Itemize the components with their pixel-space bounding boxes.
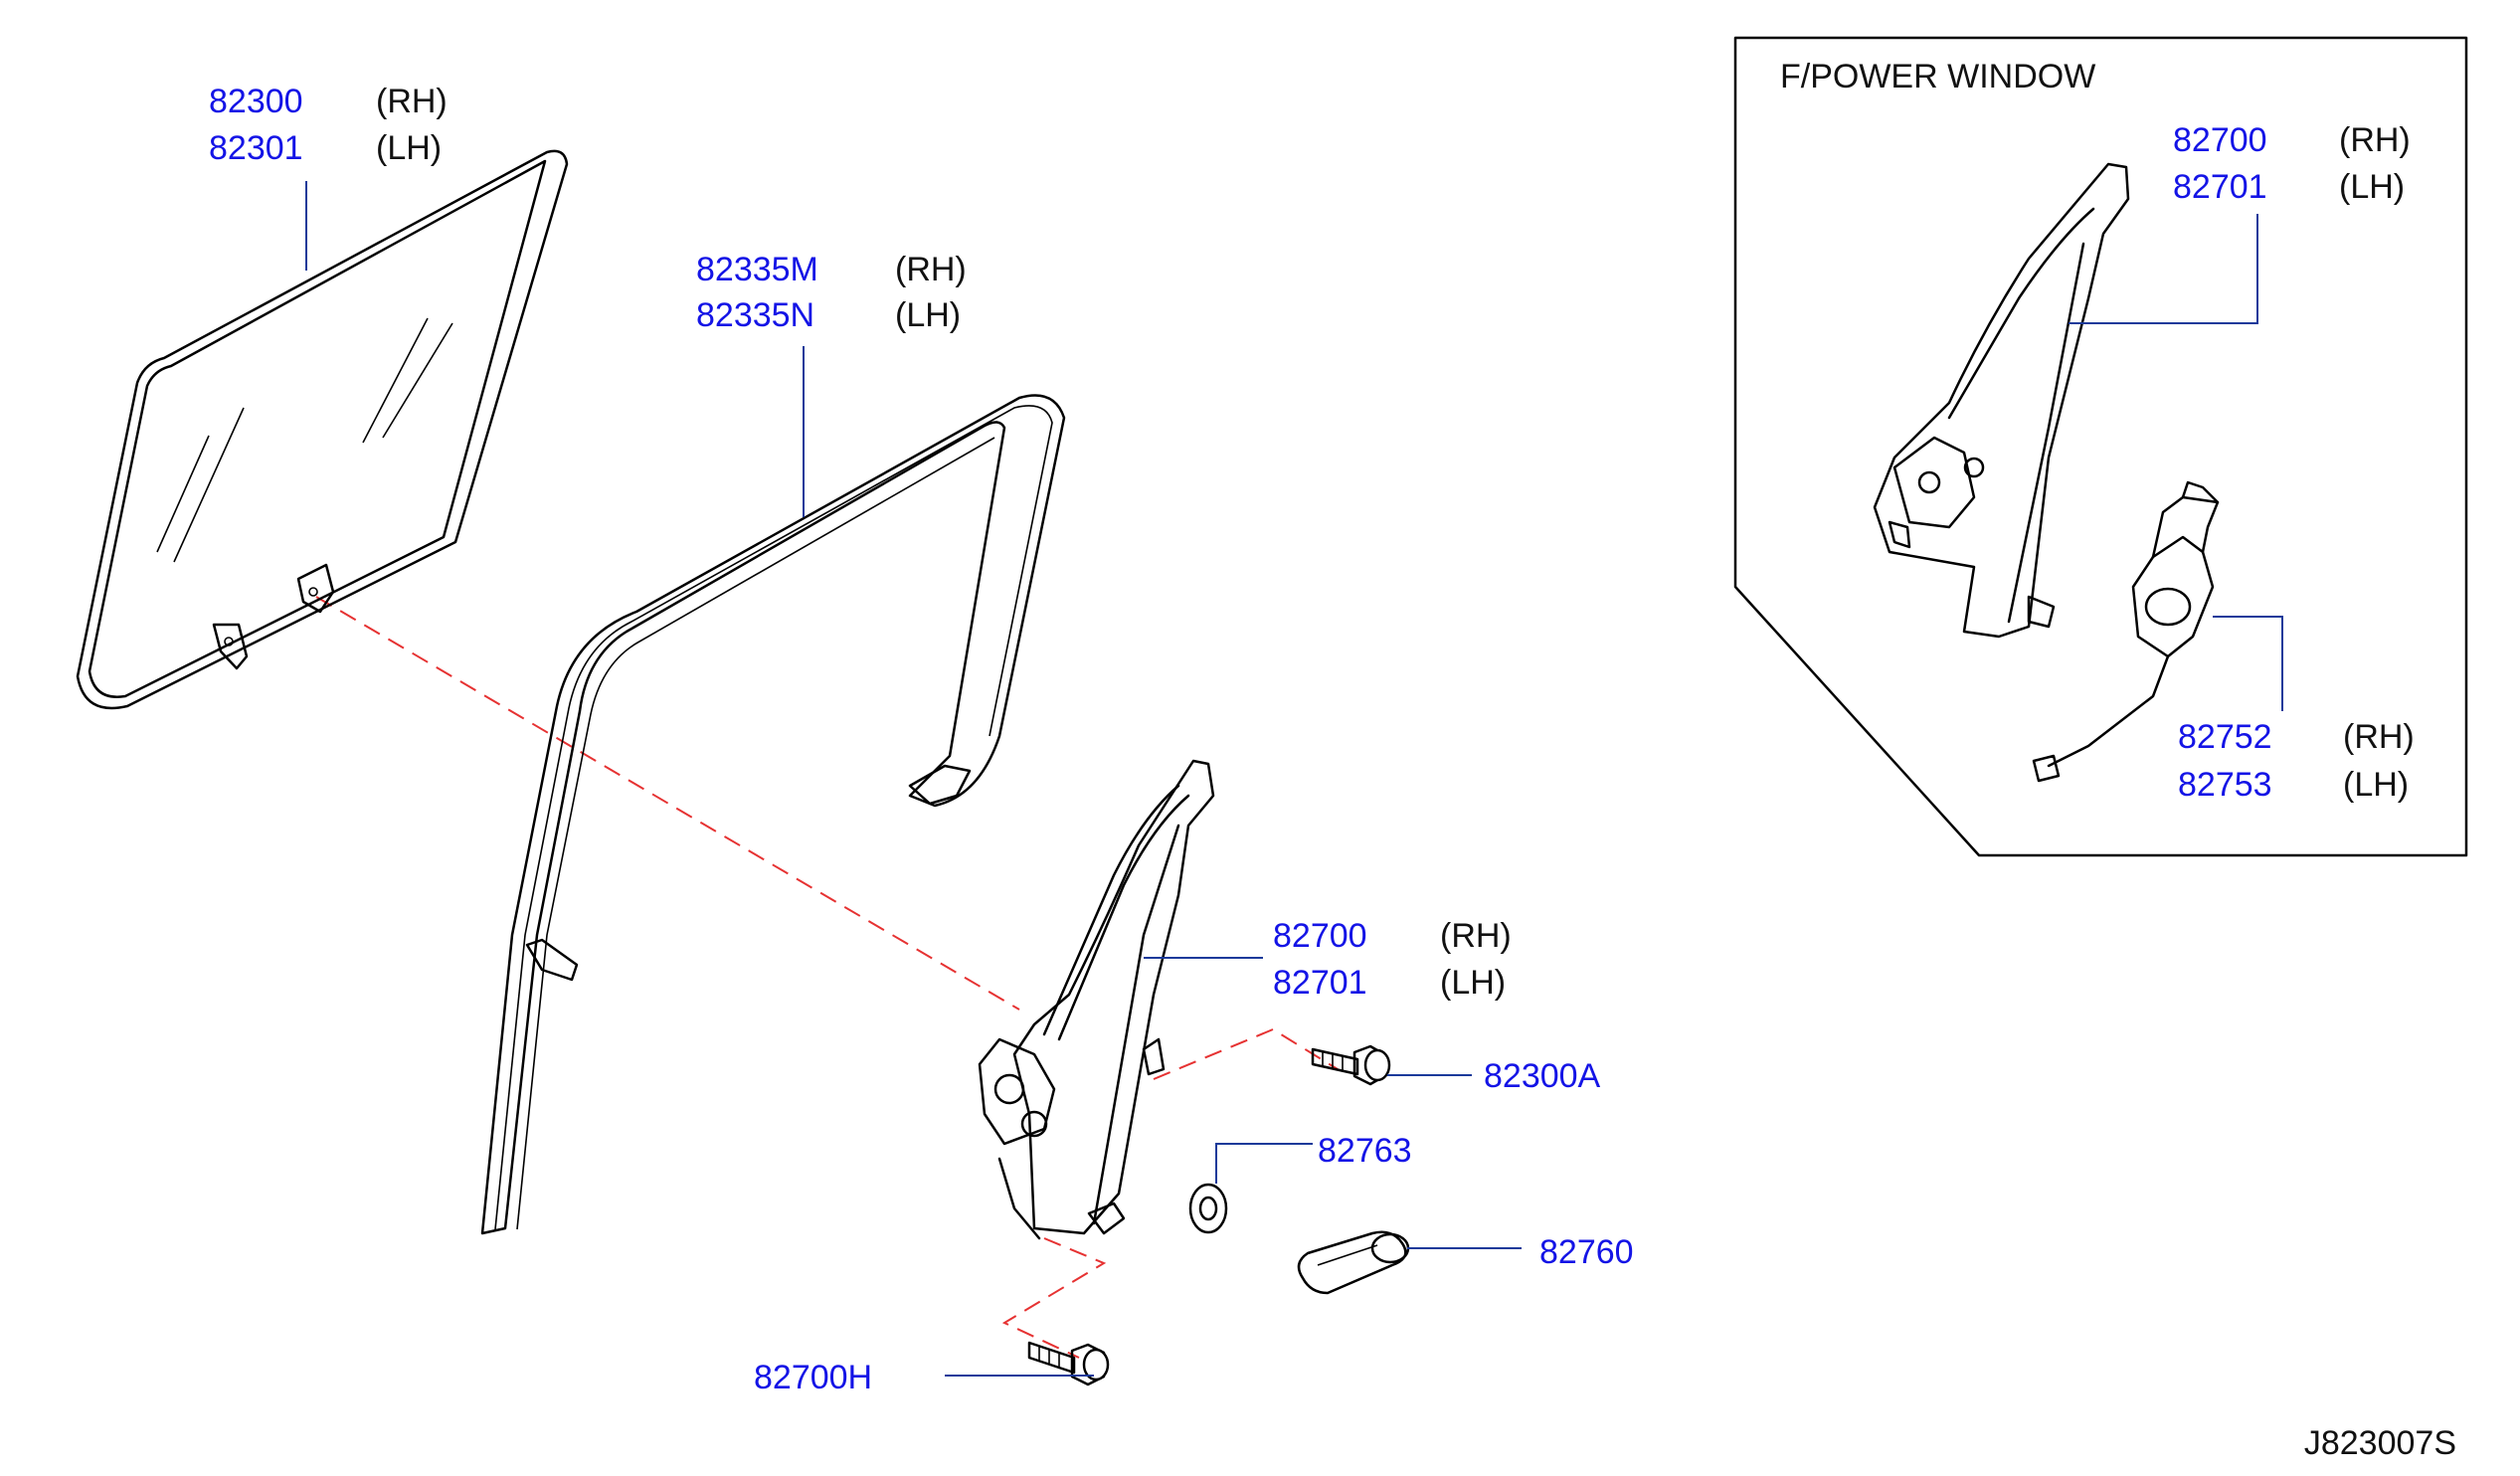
bolt-glass-part-number: 82300A <box>1484 1057 1601 1095</box>
regulator-drawing <box>978 759 1215 1240</box>
inset-motor-side-lh: (LH) <box>2343 766 2409 804</box>
regulator-side-rh: (RH) <box>1440 917 1512 955</box>
glass-part-number-lh: 82301 <box>209 129 303 167</box>
inset-regulator-side-rh: (RH) <box>2339 121 2411 159</box>
run-channel-drawing <box>480 394 1066 1235</box>
diagram-code: J823007S <box>2304 1424 2456 1462</box>
run-channel-side-lh: (LH) <box>895 296 961 334</box>
inset-regulator-part-number-rh: 82700 <box>2173 121 2267 159</box>
leader-lines <box>305 181 2283 1377</box>
inset-power-window <box>1733 36 2468 857</box>
run-channel-side-rh: (RH) <box>895 251 967 288</box>
glass-side-rh: (RH) <box>376 83 448 120</box>
bolt-glass-drawing <box>1311 1044 1391 1086</box>
regulator-part-number-lh: 82701 <box>1273 964 1367 1002</box>
inset-motor-part-number-rh: 82752 <box>2178 718 2272 756</box>
regulator-handle-drawing <box>1297 1230 1410 1295</box>
regulator-side-lh: (LH) <box>1440 964 1506 1002</box>
inset-regulator-side-lh: (LH) <box>2339 168 2405 206</box>
bolt-regulator-part-number: 82700H <box>754 1359 872 1396</box>
escutcheon-part-number: 82763 <box>1318 1132 1412 1170</box>
bolt-regulator-drawing <box>1027 1341 1110 1386</box>
handle-part-number: 82760 <box>1539 1233 1634 1271</box>
inset-motor-side-rh: (RH) <box>2343 718 2415 756</box>
run-channel-part-number-lh: 82335N <box>696 296 814 334</box>
run-channel-part-number-rh: 82335M <box>696 251 818 288</box>
glass-part-number-rh: 82300 <box>209 83 303 120</box>
dashed-guides <box>315 596 1339 1359</box>
inset-title: F/POWER WINDOW <box>1780 58 2095 95</box>
labels: 82300 (RH) 82301 (LH) 82335M (RH) 82335N… <box>209 58 2456 1462</box>
regulator-part-number-rh: 82700 <box>1273 917 1367 955</box>
inset-regulator-part-number-lh: 82701 <box>2173 168 2267 206</box>
inset-motor-part-number-lh: 82753 <box>2178 766 2272 804</box>
glass-side-lh: (LH) <box>376 129 442 167</box>
door-glass-drawing <box>76 149 569 710</box>
escutcheon-drawing <box>1188 1183 1228 1234</box>
